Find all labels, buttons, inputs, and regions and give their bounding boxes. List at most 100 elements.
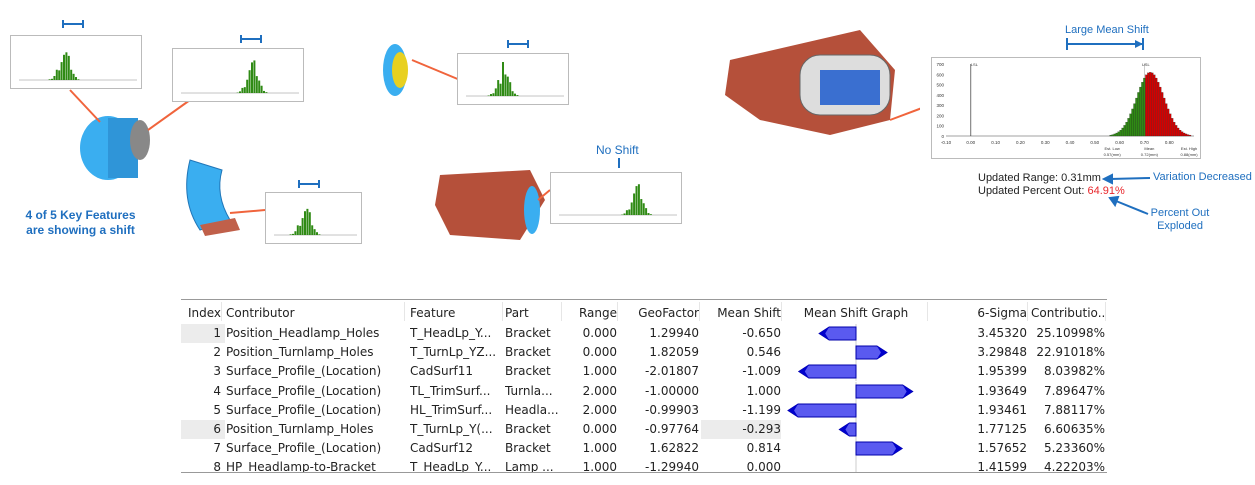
histogram-bar [1175, 125, 1178, 137]
mini-bar [308, 212, 311, 235]
histogram-bar [1141, 82, 1144, 137]
mini-bar [497, 80, 500, 96]
mini-bar [67, 55, 70, 80]
mini-bar [647, 213, 650, 215]
range-cell: 1.000 [582, 441, 617, 456]
mini-bar [53, 76, 56, 80]
mini-bar [60, 62, 63, 80]
mini-bar [494, 88, 497, 96]
column-header[interactable]: GeoFactor [619, 302, 700, 321]
stat-marker-label: Est. High [1181, 146, 1197, 151]
index-cell: 5 [213, 402, 221, 417]
range-cell: 1.000 [582, 460, 617, 473]
mini-bar [633, 193, 636, 215]
geofactor-cell: -0.99903 [645, 402, 699, 417]
contribution-cell: 7.89647% [1043, 383, 1105, 398]
histogram-bar [1188, 134, 1192, 137]
percent-out-exploded-label: Percent Out Exploded [1150, 207, 1210, 232]
contributor-cell: HP_Headlamp-to-Bracket [226, 460, 376, 473]
mini-bar [630, 202, 633, 215]
six-sigma-cell: 3.45320 [977, 326, 1027, 340]
column-header[interactable]: Mean Shift Graph [785, 302, 928, 321]
column-header[interactable]: 6-Sigma [929, 302, 1028, 321]
column-header[interactable]: Index [181, 302, 222, 321]
contribution-cell: 22.91018% [1036, 345, 1105, 360]
histogram-bar [1119, 129, 1122, 137]
histogram-bar [1131, 108, 1134, 137]
histogram-bar [1171, 118, 1174, 137]
mini-bar [255, 76, 258, 93]
geofactor-cell: 1.62822 [649, 441, 699, 456]
contribution-cell: 8.03982% [1043, 364, 1105, 379]
mini-bar [292, 233, 294, 235]
mean-shift-arrow [797, 364, 857, 379]
mini-bar [514, 93, 516, 96]
mini-bar [294, 231, 297, 235]
mini-bar [301, 218, 304, 235]
y-tick-label: 500 [936, 83, 944, 88]
no-shift-tick [618, 158, 620, 168]
histogram-bar [1151, 72, 1154, 137]
mean-shift-bar [785, 458, 927, 472]
six-sigma-cell: 1.93461 [977, 402, 1027, 417]
histogram-bar [1163, 97, 1166, 137]
mini-bar [58, 70, 61, 80]
histogram-bar [1111, 134, 1114, 137]
mini-bar [311, 225, 314, 235]
range-cell: 0.000 [582, 345, 617, 360]
mean-shift-span-arrow [1066, 38, 1144, 50]
histogram-bar [1179, 129, 1182, 137]
part-cell: Lamp ... [505, 460, 554, 473]
histogram-bar [1169, 113, 1172, 137]
feature-cell: TL_TrimSurf... [410, 383, 491, 398]
column-header[interactable]: Feature [410, 302, 503, 321]
histogram-bar [1157, 82, 1160, 137]
histogram-bar [1143, 77, 1146, 137]
range-cell: 0.000 [582, 422, 617, 436]
column-header[interactable]: Contributor [226, 302, 405, 321]
histogram-bar [1155, 77, 1158, 137]
histogram-bar [1147, 72, 1150, 137]
mini-bar [75, 77, 77, 80]
mean-shift-bar [785, 439, 927, 459]
mini-bar [316, 232, 318, 235]
svg-text:LSL: LSL [971, 62, 979, 67]
x-tick-label: 0.30 [1041, 140, 1050, 145]
ring-part-icon [383, 44, 408, 96]
mini-histogram [457, 53, 569, 105]
y-tick-label: 400 [936, 93, 944, 98]
mean-shift-bar [785, 381, 927, 401]
mean-shift-arrow [855, 441, 904, 456]
column-header[interactable]: Contributio... [1031, 302, 1106, 321]
column-header[interactable]: Part [505, 302, 562, 321]
index-cell: 4 [213, 383, 221, 398]
mini-histogram [10, 35, 142, 89]
histogram-bar [1113, 133, 1116, 137]
range-cell: 0.000 [582, 326, 617, 340]
x-tick-label: 0.10 [991, 140, 1000, 145]
histogram-bar [1167, 108, 1170, 137]
mini-bar [65, 52, 68, 80]
y-tick-label: 100 [936, 124, 944, 129]
index-cell: 8 [213, 460, 221, 473]
six-sigma-cell: 3.29848 [977, 345, 1027, 360]
mini-bar [313, 229, 316, 235]
x-tick-label: 0.60 [1115, 140, 1124, 145]
mini-bar [628, 209, 631, 215]
histogram-bar [1129, 113, 1132, 137]
y-tick-label: 600 [936, 72, 944, 77]
column-header[interactable]: Mean Shift [701, 302, 782, 321]
mini-bar [55, 69, 58, 80]
mini-bar [72, 73, 75, 80]
column-header[interactable]: Range [563, 302, 618, 321]
mean-shift-bar [785, 420, 927, 439]
updated-range: Updated Range: 0.31mm [978, 172, 1101, 184]
